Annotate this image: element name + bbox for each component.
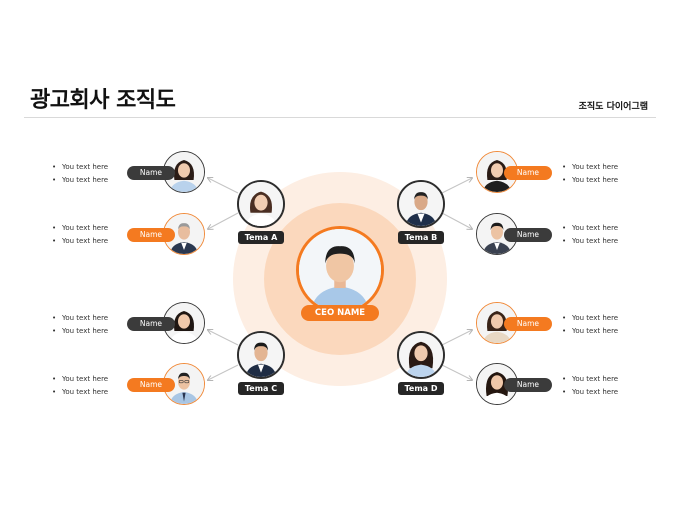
member-notes: You text here You text here [52, 161, 108, 187]
person-icon [477, 303, 517, 343]
member-name-label: Name [504, 317, 552, 331]
team-b-avatar[interactable] [397, 180, 445, 228]
member-note: You text here [52, 222, 108, 235]
member-avatar[interactable] [476, 213, 518, 255]
member-name-label: Name [127, 228, 175, 242]
member-note: You text here [52, 386, 108, 399]
member-notes: You text here You text here [52, 312, 108, 338]
team-a-label: Tema A [238, 231, 284, 244]
member-note: You text here [52, 373, 108, 386]
member-note: You text here [52, 161, 108, 174]
member-note: You text here [562, 373, 618, 386]
member-note: You text here [52, 235, 108, 248]
member-notes: You text here You text here [562, 312, 618, 338]
member-name-label: Name [504, 228, 552, 242]
member-avatar[interactable] [163, 302, 205, 344]
person-icon [239, 333, 283, 377]
connector-line [208, 212, 239, 229]
member-name-label: Name [127, 378, 175, 392]
member-note: You text here [52, 325, 108, 338]
member-note: You text here [52, 174, 108, 187]
header-divider [24, 117, 656, 118]
team-c-label: Tema C [238, 382, 284, 395]
connector-line [208, 178, 239, 194]
member-notes: You text here You text here [562, 373, 618, 399]
member-name-label: Name [127, 166, 175, 180]
team-d-avatar[interactable] [397, 331, 445, 379]
person-icon [239, 182, 283, 226]
connector-line [441, 364, 472, 380]
ceo-avatar[interactable] [296, 226, 384, 314]
team-b-label: Tema B [398, 231, 444, 244]
member-note: You text here [562, 222, 618, 235]
team-d-label: Tema D [398, 382, 444, 395]
connector-line [208, 364, 239, 380]
connector-line [441, 178, 472, 194]
person-icon [299, 229, 381, 311]
member-note: You text here [52, 312, 108, 325]
page-title: 광고회사 조직도 [30, 88, 176, 113]
member-note: You text here [562, 235, 618, 248]
person-icon [399, 333, 443, 377]
ceo-name-label: CEO NAME [301, 305, 379, 321]
member-notes: You text here You text here [52, 373, 108, 399]
member-note: You text here [562, 161, 618, 174]
connector-line [208, 330, 239, 346]
member-name-label: Name [504, 378, 552, 392]
person-icon [164, 214, 204, 254]
member-note: You text here [562, 174, 618, 187]
member-notes: You text here You text here [52, 222, 108, 248]
page-subtitle: 조직도 다이어그램 [578, 102, 648, 112]
person-icon [477, 214, 517, 254]
member-notes: You text here You text here [562, 161, 618, 187]
member-notes: You text here You text here [562, 222, 618, 248]
team-c-avatar[interactable] [237, 331, 285, 379]
member-avatar[interactable] [163, 151, 205, 193]
person-icon [164, 303, 204, 343]
member-avatar[interactable] [163, 363, 205, 405]
connector-line [441, 212, 472, 229]
member-avatar[interactable] [163, 213, 205, 255]
connector-line [441, 330, 472, 346]
member-note: You text here [562, 325, 618, 338]
member-note: You text here [562, 386, 618, 399]
member-name-label: Name [504, 166, 552, 180]
person-icon [399, 182, 443, 226]
member-name-label: Name [127, 317, 175, 331]
person-icon [164, 364, 204, 404]
member-avatar[interactable] [476, 302, 518, 344]
team-a-avatar[interactable] [237, 180, 285, 228]
member-note: You text here [562, 312, 618, 325]
